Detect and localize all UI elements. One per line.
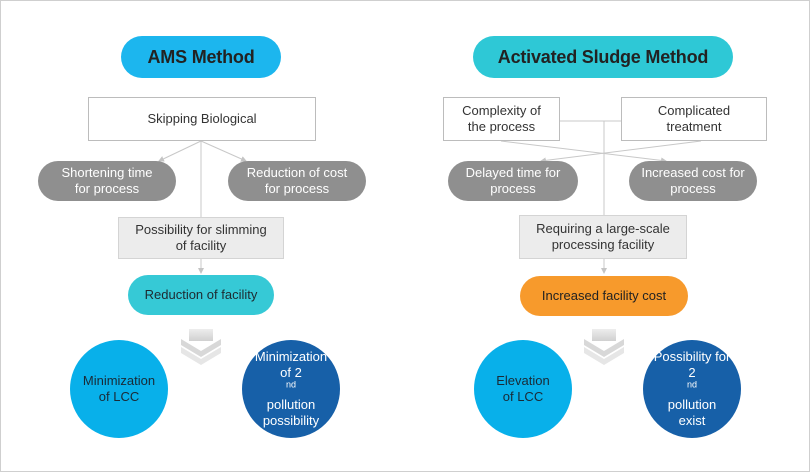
complexity-line2: the process [467, 119, 536, 134]
delayed-time-line1: Delayed time for [465, 165, 561, 180]
large-scale-line1: Requiring a large-scale [536, 221, 670, 236]
pollution-exist-line2-pre: 2 [688, 365, 696, 380]
minimization-pollution-line1: Minimization [254, 349, 328, 364]
reduction-facility-pill: Reduction of facility [128, 275, 274, 315]
minimization-pollution-line2-post: pollution [266, 397, 316, 412]
ams-method-title: AMS Method [121, 36, 281, 78]
pollution-exist-sup: nd [686, 379, 697, 390]
elevation-lcc-line1: Elevation [496, 373, 550, 388]
increased-facility-cost-pill: Increased facility cost [520, 276, 688, 316]
complexity-line1: Complexity of [462, 103, 541, 118]
shortening-time-line1: Shortening time [61, 165, 153, 180]
slimming-facility-line2: of facility [175, 238, 227, 253]
pollution-exist-line1: Possibility for [653, 349, 731, 364]
shortening-time-line2: for process [74, 181, 140, 196]
large-scale-line2: processing facility [551, 237, 655, 252]
minimization-pollution-line3: possibility [262, 413, 320, 428]
pollution-exist-line3: exist [678, 413, 706, 428]
right-cross-arrow-2 [540, 140, 702, 164]
minimization-lcc-line2: of LCC [98, 389, 140, 404]
elevation-lcc-line2: of LCC [502, 389, 544, 404]
increased-cost-line1: Increased cost for [641, 165, 745, 180]
slimming-facility-line1: Possibility for slimming [135, 222, 267, 237]
right-cross-arrow-1 [500, 140, 667, 164]
pollution-exist-line2-post: pollution [667, 397, 717, 412]
minimization-lcc-line1: Minimization [82, 373, 156, 388]
increased-cost-line2: process [670, 181, 716, 196]
left-arrow-to-shortening [158, 140, 202, 162]
delayed-time-line2: process [490, 181, 536, 196]
complicated-line1: Complicated [657, 103, 731, 118]
right-chevron-arrow-icon [584, 329, 624, 365]
activated-sludge-title: Activated Sludge Method [473, 36, 733, 78]
left-arrow-to-reduction-cost [200, 140, 247, 162]
minimization-pollution-sup: nd [285, 379, 296, 390]
complicated-line2: treatment [666, 119, 722, 134]
left-chevron-arrow-icon [181, 329, 221, 365]
reduction-cost-line1: Reduction of cost [246, 165, 348, 180]
reduction-cost-line2: for process [264, 181, 330, 196]
minimization-pollution-line2-pre: of 2 [280, 365, 302, 380]
skipping-biological-box: Skipping Biological [88, 97, 316, 141]
